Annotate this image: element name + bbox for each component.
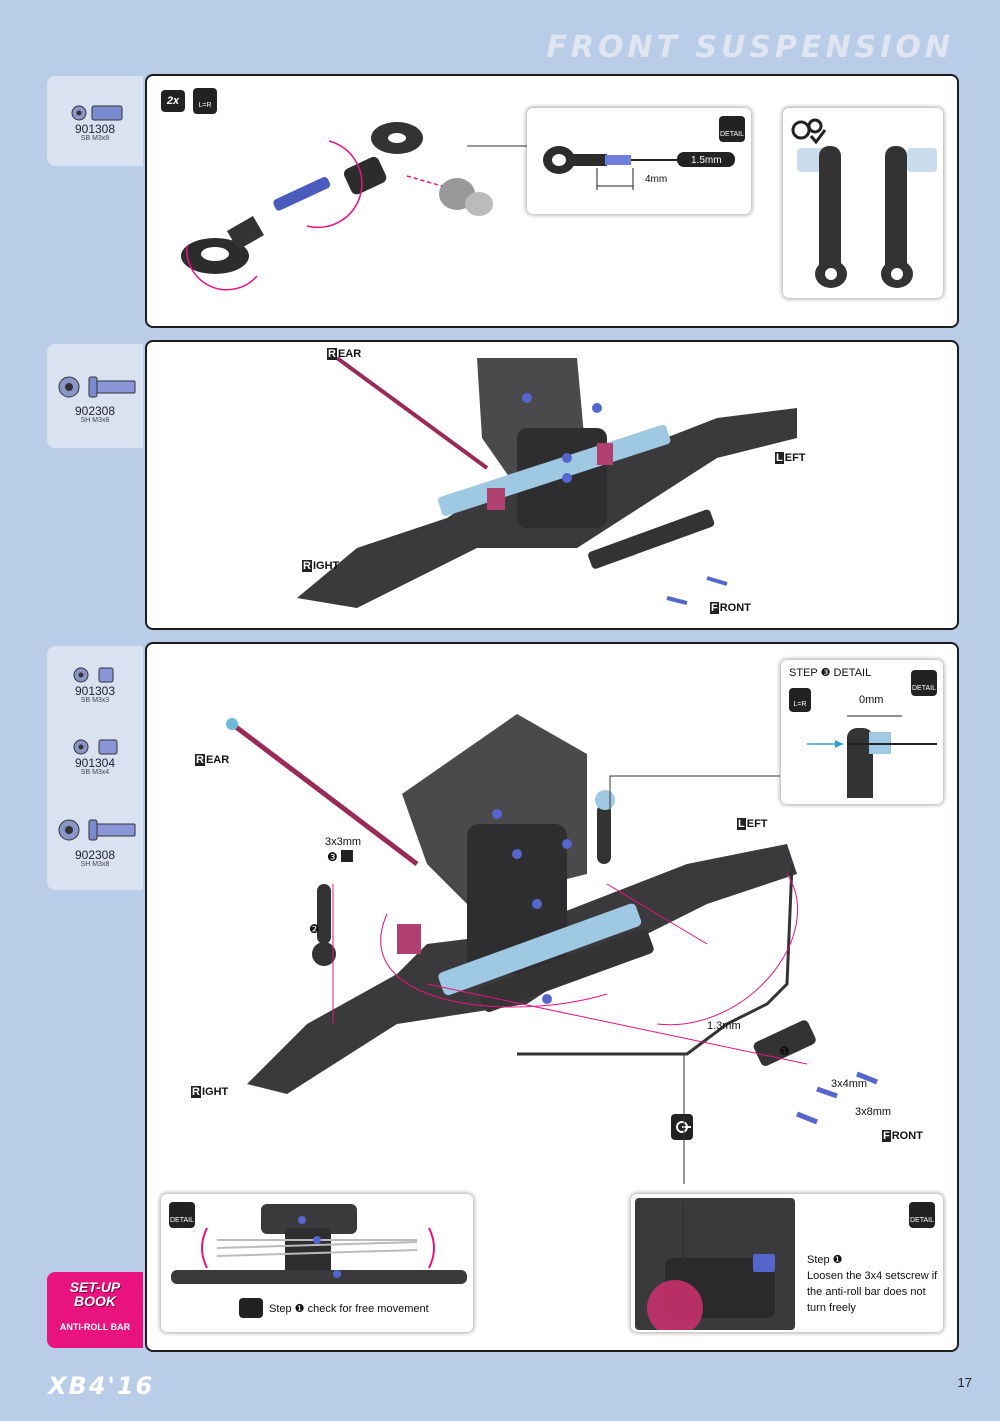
page-title: FRONT SUSPENSION	[546, 30, 954, 65]
turnbuckle-assembly-illustration	[181, 122, 493, 291]
detail-icon: DETAIL	[719, 116, 745, 142]
detail-icon: DETAIL	[169, 1202, 195, 1228]
loosen-setscrew-text: Step ❶ Loosen the 3x4 setscrew if the an…	[807, 1252, 937, 1316]
lr-badge: L=R	[193, 88, 217, 114]
step-3-marker: ❸	[327, 850, 338, 864]
setup-book-tab: SET-UP BOOK ANTI-ROLL BAR	[47, 1272, 143, 1348]
zero-measure-label: 0mm	[859, 694, 884, 706]
lr-badge: L=R	[789, 688, 811, 712]
setscrew-flush-illustration	[807, 715, 937, 798]
part-desc: SH M3x8	[80, 861, 110, 868]
detail-line: turn freely	[807, 1302, 856, 1314]
setscrew-icon	[73, 667, 114, 683]
ball-cups-illustration	[797, 146, 937, 288]
free-movement-caption: Step ❶ check for free movement	[269, 1303, 429, 1315]
free-movement-detail-callout: DETAIL Step ❶ check for free movement	[161, 1194, 473, 1332]
loosen-setscrew-detail-callout: DETAIL Step ❶ Loosen the 3x4 setscrew if…	[631, 1194, 943, 1332]
setscrew-size-label: 3x3mm	[325, 836, 362, 848]
setup-book-title-2: BOOK	[74, 1293, 116, 1309]
setscrew-icon	[73, 739, 118, 755]
part-number: 901308	[74, 122, 116, 136]
tool-size-label: 1.5mm	[691, 155, 722, 166]
setup-book-title-1: SET-UP	[69, 1279, 121, 1295]
part-number: 901303	[74, 684, 116, 698]
setscrew-icon	[71, 105, 123, 121]
detail-line: Step ❶	[807, 1254, 843, 1266]
part-item: 901303 SB M3x3	[47, 646, 143, 718]
step-3-detail-callout: STEP ❸ DETAIL DETAIL L=R 0mm	[781, 660, 943, 804]
step-2-marker: ❷	[309, 922, 320, 936]
anti-roll-bar-assembly-illustration	[226, 714, 878, 1125]
screw-a-label: 3x4mm	[831, 1078, 868, 1090]
connector-line	[683, 1054, 685, 1184]
length-label: 4mm	[645, 174, 668, 185]
callout-leader	[467, 145, 527, 147]
detail-line: Loosen the 3x4 setscrew if	[807, 1270, 938, 1282]
detail-icon: DETAIL	[911, 670, 937, 696]
brand-logo: XB4'16	[48, 1372, 155, 1400]
ball-cup-check-callout	[783, 108, 943, 298]
cap-screw-icon	[58, 376, 136, 398]
part-desc: SB M3x8	[80, 135, 110, 142]
setscrew-closeup-illustration	[635, 1198, 795, 1330]
part-desc: SB M3x3	[80, 697, 110, 704]
screw-b-label: 3x8mm	[855, 1106, 892, 1118]
front-suspension-assembly-illustration	[297, 356, 797, 608]
callout-leader	[609, 775, 780, 820]
cap-screw-icon	[58, 819, 136, 841]
part-item: 901304 SB M3x4	[47, 718, 143, 790]
part-desc: SB M3x4	[80, 769, 110, 776]
parts-list-3: 901303 SB M3x3 901304 SB M3x4 902308 SH …	[47, 646, 143, 890]
parts-list-2: 902308 SH M3x8	[47, 344, 143, 448]
quantity-badge: 2x	[161, 90, 185, 112]
part-desc: SH M3x8	[80, 417, 110, 424]
part-item: 902308 SH M3x8	[47, 790, 143, 880]
turnbuckle-detail-callout: DETAIL 1.5mm 4mm	[527, 108, 751, 214]
setup-book-subtitle: ANTI-ROLL BAR	[59, 1322, 131, 1332]
anti-roll-bar-movement-illustration	[171, 1204, 467, 1284]
detail-icon: DETAIL	[909, 1202, 935, 1228]
page-number: 17	[957, 1375, 972, 1390]
part-item: 902308 SH M3x8	[47, 344, 143, 424]
gap-measure-label: 1.3mm	[707, 1020, 741, 1032]
step-1-marker: ❶	[779, 1044, 790, 1058]
connector-icon	[239, 1298, 263, 1318]
part-item: 901308 SB M3x8	[47, 76, 143, 148]
part-number: 902308	[74, 404, 116, 418]
gear-check-icon	[791, 118, 827, 145]
measure-illustration	[543, 146, 735, 190]
step-panel-1: 2x L=R DETAIL 1.5mm 4mm	[145, 74, 959, 328]
parts-list-1: 901308 SB M3x8	[47, 76, 143, 166]
part-number: 902308	[74, 848, 116, 862]
detail-line: the anti-roll bar does not	[807, 1286, 926, 1298]
step-3-detail-title: STEP ❸ DETAIL	[789, 667, 872, 679]
part-number: 901304	[74, 756, 116, 770]
